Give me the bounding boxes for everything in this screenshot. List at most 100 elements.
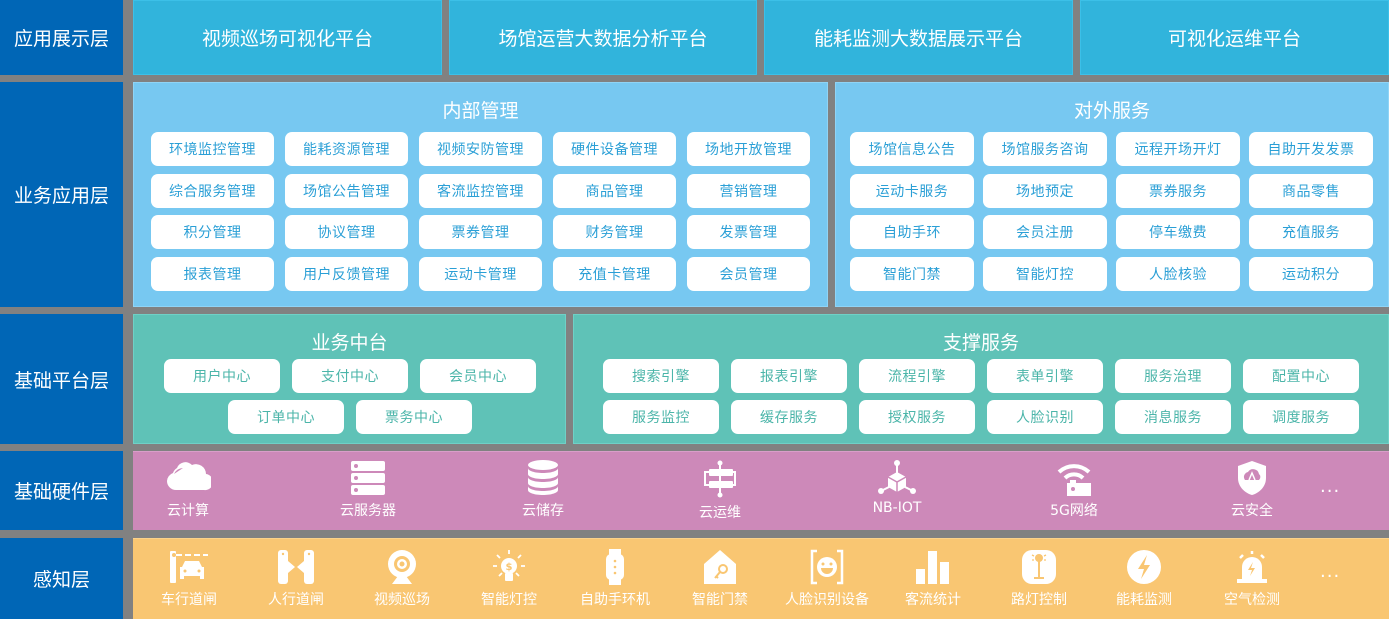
service-chip[interactable]: 人脸识别 (987, 400, 1103, 434)
service-chip[interactable]: 运动积分 (1249, 256, 1373, 291)
hardware-item-cloud-compute[interactable]: 云计算 (158, 460, 218, 520)
sensing-label: 人行道闸 (268, 592, 324, 608)
sensing-item-wristband[interactable]: 自助手环机 (574, 549, 656, 609)
hardware-item-cloud-ops[interactable]: 云运维 (690, 460, 750, 522)
service-chip[interactable]: 会员注册 (983, 215, 1107, 249)
service-chip[interactable]: 用户反馈管理 (285, 256, 408, 291)
service-chip[interactable]: 停车缴费 (1116, 215, 1240, 249)
hardware-item-cloud-server[interactable]: 云服务器 (333, 460, 403, 520)
service-chip[interactable]: 视频安防管理 (419, 132, 542, 166)
service-chip[interactable]: 综合服务管理 (151, 173, 274, 208)
service-chip[interactable]: 充值卡管理 (553, 256, 676, 291)
sensing-label: 人脸识别设备 (785, 592, 869, 608)
service-chip[interactable]: 场馆公告管理 (285, 173, 408, 208)
sensing-label: 智能灯控 (481, 592, 537, 608)
service-chip[interactable]: 营销管理 (687, 173, 810, 208)
sensing-label: 客流统计 (905, 592, 961, 608)
hardware-item-cloud-storage[interactable]: 云储存 (513, 460, 573, 520)
server-icon (351, 461, 385, 495)
service-chip[interactable]: 智能灯控 (983, 256, 1107, 291)
sensing-item-street-light[interactable]: 路灯控制 (1003, 549, 1075, 609)
panel-title: 对外服务 (1073, 100, 1150, 122)
sensing-item-video-patrol[interactable]: 视频巡场 (366, 549, 438, 609)
sensing-label: 车行道闸 (161, 592, 217, 608)
sensing-item-air-quality[interactable]: 空气检测 (1216, 549, 1288, 609)
service-chip[interactable]: 硬件设备管理 (553, 132, 676, 166)
service-chip[interactable]: 运动卡管理 (419, 256, 542, 291)
layer-label-sensing: 感知层 (0, 538, 123, 619)
service-chip[interactable]: 客流监控管理 (419, 173, 542, 208)
service-chip[interactable]: 财务管理 (553, 215, 676, 249)
hardware-label: 云运维 (699, 505, 741, 521)
service-chip[interactable]: 授权服务 (859, 400, 975, 434)
support-services-panel: 支撑服务 搜索引擎报表引擎流程引擎表单引擎服务治理配置中心服务监控缓存服务授权服… (573, 314, 1389, 444)
service-chip[interactable]: 搜索引擎 (603, 359, 719, 393)
sensing-item-pedestrian-gate[interactable]: 人行道闸 (260, 549, 332, 609)
service-chip[interactable]: 会员中心 (420, 359, 536, 393)
service-chip[interactable]: 支付中心 (292, 359, 408, 393)
service-chip[interactable]: 智能门禁 (850, 256, 974, 291)
sensing-label: 视频巡场 (374, 592, 430, 608)
app-platform-energy-monitor[interactable]: 能耗监测大数据展示平台 (764, 0, 1073, 75)
service-chip[interactable]: 运动卡服务 (850, 173, 974, 208)
door-key-icon (704, 550, 736, 584)
layer-label-hardware: 基础硬件层 (0, 451, 123, 530)
service-chip[interactable]: 商品零售 (1249, 173, 1373, 208)
service-chip[interactable]: 能耗资源管理 (285, 132, 408, 166)
app-platform-ops[interactable]: 可视化运维平台 (1080, 0, 1389, 75)
service-chip[interactable]: 流程引擎 (859, 359, 975, 393)
svg-text:$: $ (506, 562, 513, 573)
sensing-label: 路灯控制 (1011, 592, 1067, 608)
sensing-item-car-gate[interactable]: 车行道闸 (153, 549, 225, 609)
service-chip[interactable]: 用户中心 (164, 359, 280, 393)
service-chip[interactable]: 自助开发发票 (1249, 132, 1373, 166)
service-chip[interactable]: 消息服务 (1115, 400, 1231, 434)
hardware-item-nb-iot[interactable]: NB-IOT (867, 460, 927, 516)
service-chip[interactable]: 发票管理 (687, 215, 810, 249)
layer-label-platform: 基础平台层 (0, 314, 123, 444)
sensing-item-smart-light[interactable]: $ 智能灯控 (473, 549, 545, 609)
service-chip[interactable]: 商品管理 (553, 173, 676, 208)
iot-icon (878, 460, 916, 494)
service-chip[interactable]: 人脸核验 (1116, 256, 1240, 291)
sensing-item-smart-door[interactable]: 智能门禁 (684, 549, 756, 609)
app-platform-video-patrol[interactable]: 视频巡场可视化平台 (133, 0, 442, 75)
service-chip[interactable]: 服务治理 (1115, 359, 1231, 393)
service-chip[interactable]: 充值服务 (1249, 215, 1373, 249)
service-chip[interactable]: 服务监控 (603, 400, 719, 434)
panel-title: 支撑服务 (942, 332, 1019, 354)
service-chip[interactable]: 订单中心 (228, 400, 344, 434)
service-chip[interactable]: 缓存服务 (731, 400, 847, 434)
sensing-item-traffic-stats[interactable]: 客流统计 (897, 549, 969, 609)
hardware-item-5g[interactable]: 5G网络 (1044, 460, 1104, 520)
service-chip[interactable]: 配置中心 (1243, 359, 1359, 393)
hardware-band: 云计算 云服务器 云储存 云运维 NB-IOT 5G网络 云安全 ... (133, 451, 1389, 530)
service-chip[interactable]: 报表管理 (151, 256, 274, 291)
sensing-item-energy-monitor[interactable]: 能耗监测 (1108, 549, 1180, 609)
service-chip[interactable]: 场地预定 (983, 173, 1107, 208)
service-chip[interactable]: 远程开场开灯 (1116, 132, 1240, 166)
bar-stats-icon (916, 551, 949, 584)
service-chip[interactable]: 场地开放管理 (687, 132, 810, 166)
hardware-label: 云安全 (1231, 503, 1273, 519)
service-chip[interactable]: 自助手环 (850, 215, 974, 249)
hardware-item-cloud-security[interactable]: 云安全 (1222, 460, 1282, 520)
service-chip[interactable]: 积分管理 (151, 215, 274, 249)
service-chip[interactable]: 票券服务 (1116, 173, 1240, 208)
service-chip[interactable]: 场馆服务咨询 (983, 132, 1107, 166)
service-chip[interactable]: 票务中心 (356, 400, 472, 434)
service-chip[interactable]: 环境监控管理 (151, 132, 274, 166)
service-chip[interactable]: 票券管理 (419, 215, 542, 249)
energy-icon (1127, 550, 1161, 584)
sensing-label: 智能门禁 (692, 592, 748, 608)
pedestrian-gate-icon (278, 550, 314, 584)
service-chip[interactable]: 表单引擎 (987, 359, 1103, 393)
service-chip[interactable]: 报表引擎 (731, 359, 847, 393)
service-chip[interactable]: 会员管理 (687, 256, 810, 291)
service-chip[interactable]: 场馆信息公告 (850, 132, 974, 166)
app-platform-venue-analytics[interactable]: 场馆运营大数据分析平台 (449, 0, 757, 75)
service-chip[interactable]: 调度服务 (1243, 400, 1359, 434)
hardware-label: 云服务器 (340, 503, 396, 519)
service-chip[interactable]: 协议管理 (285, 215, 408, 249)
sensing-item-face-recognition[interactable]: 人脸识别设备 (777, 549, 877, 609)
